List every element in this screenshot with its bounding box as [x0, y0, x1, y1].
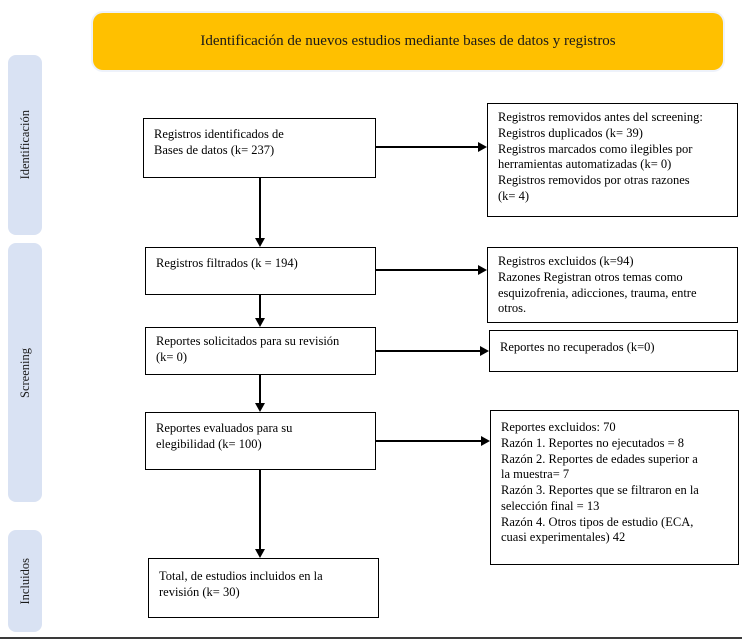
arrow-identified-to-removed-head-icon — [478, 142, 487, 152]
bottom-divider — [0, 637, 742, 639]
arrow-assessed-to-repexcluded-line — [376, 440, 482, 442]
arrow-sought-to-assessed-head-icon — [255, 403, 265, 412]
stage-label-screening: Screening — [17, 347, 32, 398]
arrow-assessed-to-included-line — [259, 470, 261, 550]
box-registros-removidos: Registros removidos antes del screening:… — [487, 103, 738, 217]
stage-bar-incluidos: Incluidos — [8, 530, 42, 632]
arrow-screened-to-sought-line — [259, 295, 261, 319]
diagram-title: Identificación de nuevos estudios median… — [200, 33, 616, 49]
stage-label-incluidos: Incluidos — [17, 557, 32, 605]
arrow-identified-to-removed-line — [376, 146, 479, 148]
arrow-sought-to-notretrieved-line — [376, 350, 481, 352]
diagram-title-banner: Identificación de nuevos estudios median… — [93, 13, 723, 70]
arrow-sought-to-notretrieved-head-icon — [480, 346, 489, 356]
box-reportes-no-recuperados: Reportes no recuperados (k=0) — [489, 330, 738, 372]
arrow-assessed-to-repexcluded-head-icon — [481, 436, 490, 446]
box-reportes-solicitados: Reportes solicitados para su revisión (k… — [145, 327, 376, 375]
arrow-identified-to-screened-line — [259, 178, 261, 239]
stage-bar-identificacion: Identificación — [8, 55, 42, 235]
arrow-assessed-to-included-head-icon — [255, 549, 265, 558]
arrow-screened-to-excluded-line — [376, 269, 479, 271]
box-registros-filtrados: Registros filtrados (k = 194) — [145, 247, 376, 295]
box-registros-identificados: Registros identificados de Bases de dato… — [143, 118, 376, 178]
arrow-identified-to-screened-head-icon — [255, 238, 265, 247]
arrow-screened-to-excluded-head-icon — [478, 265, 487, 275]
box-registros-excluidos: Registros excluidos (k=94) Razones Regis… — [487, 247, 738, 323]
arrow-sought-to-assessed-line — [259, 375, 261, 404]
stage-bar-screening: Screening — [8, 243, 42, 502]
stage-label-identificacion: Identificación — [17, 110, 32, 180]
box-total-incluidos: Total, de estudios incluidos en la revis… — [148, 558, 379, 618]
arrow-screened-to-sought-head-icon — [255, 318, 265, 327]
box-reportes-excluidos: Reportes excluidos: 70 Razón 1. Reportes… — [490, 410, 739, 565]
box-reportes-evaluados: Reportes evaluados para su elegibilidad … — [145, 412, 376, 470]
